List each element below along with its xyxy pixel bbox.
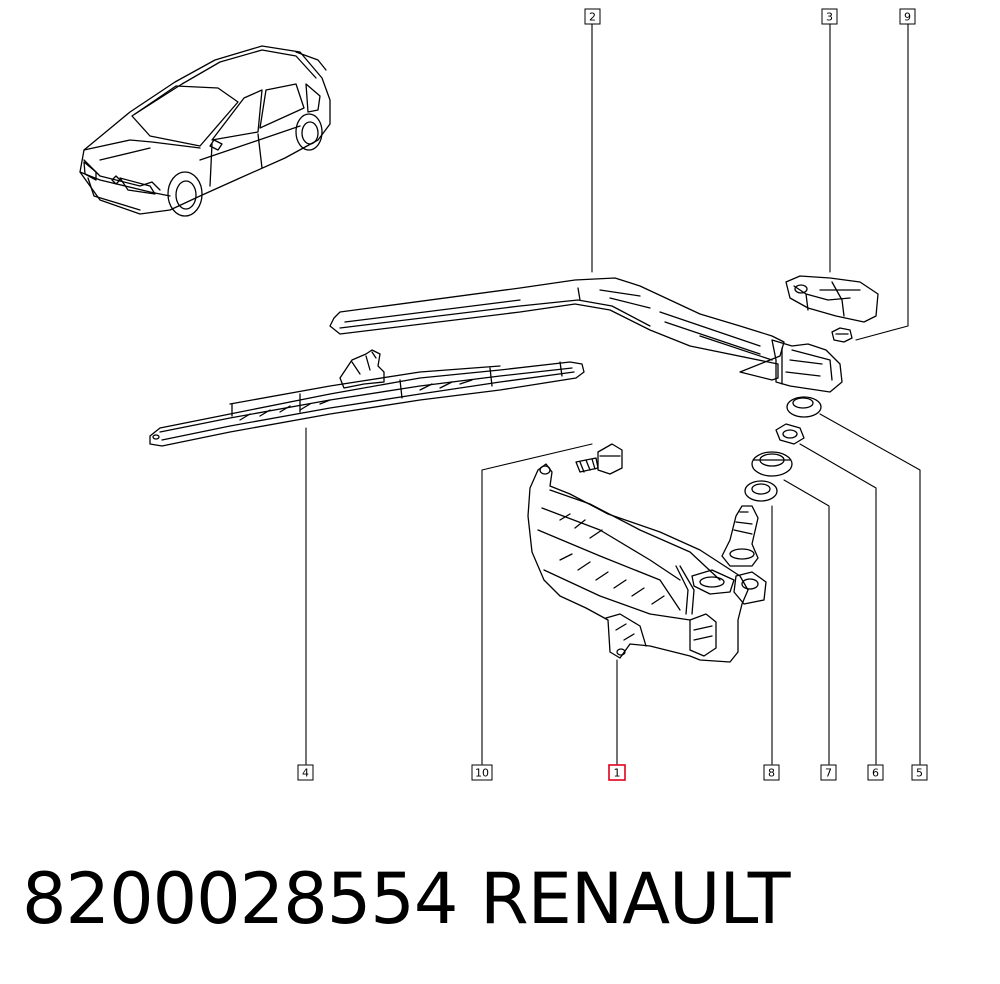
- brand-name: RENAULT: [480, 858, 790, 940]
- leader-lines: [305, 23, 921, 765]
- callout-3: 3: [821, 8, 838, 25]
- cap-part: [785, 275, 879, 323]
- grommet-part-7: [751, 451, 793, 477]
- callout-9: 9: [899, 8, 916, 25]
- wiper-blade-part: [149, 349, 585, 447]
- wiper-arm-part: [329, 277, 843, 393]
- car-illustration: [79, 45, 331, 217]
- callout-5: 5: [911, 764, 928, 781]
- callout-2: 2: [584, 8, 601, 25]
- washer-part-8: [744, 480, 778, 502]
- callout-label: 1: [614, 767, 621, 780]
- part-number: 8200028554: [22, 858, 458, 940]
- nut-part-9: [831, 327, 853, 343]
- callout-label: 4: [302, 767, 309, 780]
- callout-label: 8: [768, 767, 775, 780]
- callout-label: 9: [904, 11, 911, 24]
- callout-4: 4: [297, 764, 314, 781]
- callout-label: 10: [475, 767, 489, 780]
- motor-assembly-part: [527, 463, 767, 663]
- callout-label: 6: [872, 767, 879, 780]
- callout-label: 7: [825, 767, 832, 780]
- seal-part-5: [786, 396, 822, 418]
- highlight-frame: [608, 764, 626, 781]
- callout-8: 8: [763, 764, 780, 781]
- callout-6: 6: [867, 764, 884, 781]
- callout-label: 2: [589, 11, 596, 24]
- callout-1: 1: [608, 764, 626, 781]
- callout-7: 7: [820, 764, 837, 781]
- callout-10: 10: [471, 764, 493, 781]
- bolt-part: [575, 443, 623, 475]
- callout-label: 3: [826, 11, 833, 24]
- callout-label: 5: [916, 767, 923, 780]
- nut-part-6: [775, 423, 805, 445]
